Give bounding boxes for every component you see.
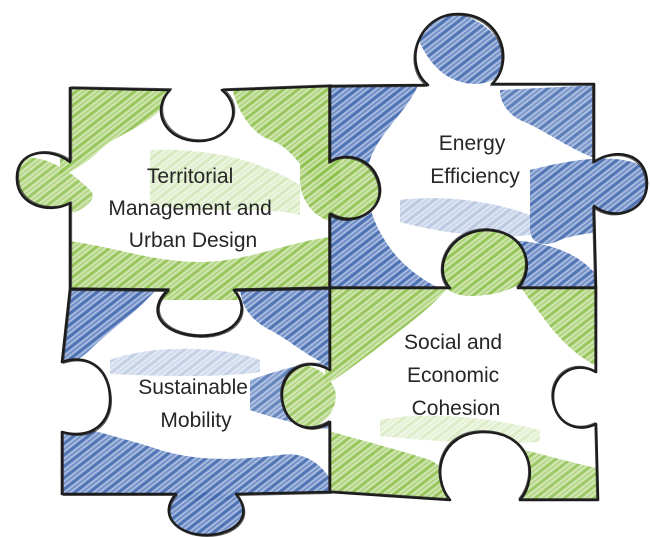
piece-territorial-management bbox=[15, 84, 383, 338]
label-line: Energy bbox=[439, 132, 506, 155]
label-territorial-management: Territorial Management and Urban Design bbox=[108, 165, 277, 252]
label-line: Social and bbox=[404, 331, 502, 354]
label-line: Cohesion bbox=[412, 397, 501, 420]
label-line: Sustainable bbox=[138, 376, 248, 399]
label-line: Economic bbox=[407, 364, 499, 387]
label-energy-efficiency: Energy Efficiency bbox=[430, 132, 520, 188]
label-line: Territorial bbox=[147, 165, 233, 188]
label-line: Management and bbox=[108, 197, 271, 220]
label-line: Mobility bbox=[160, 409, 232, 432]
green-shading bbox=[281, 230, 598, 500]
label-line: Urban Design bbox=[129, 229, 257, 252]
piece-social-economic-cohesion bbox=[280, 228, 600, 502]
label-line: Efficiency bbox=[430, 165, 520, 188]
label-sustainable-mobility: Sustainable Mobility bbox=[138, 376, 254, 432]
label-social-economic-cohesion: Social and Economic Cohesion bbox=[404, 331, 508, 420]
green-shading bbox=[16, 86, 381, 300]
